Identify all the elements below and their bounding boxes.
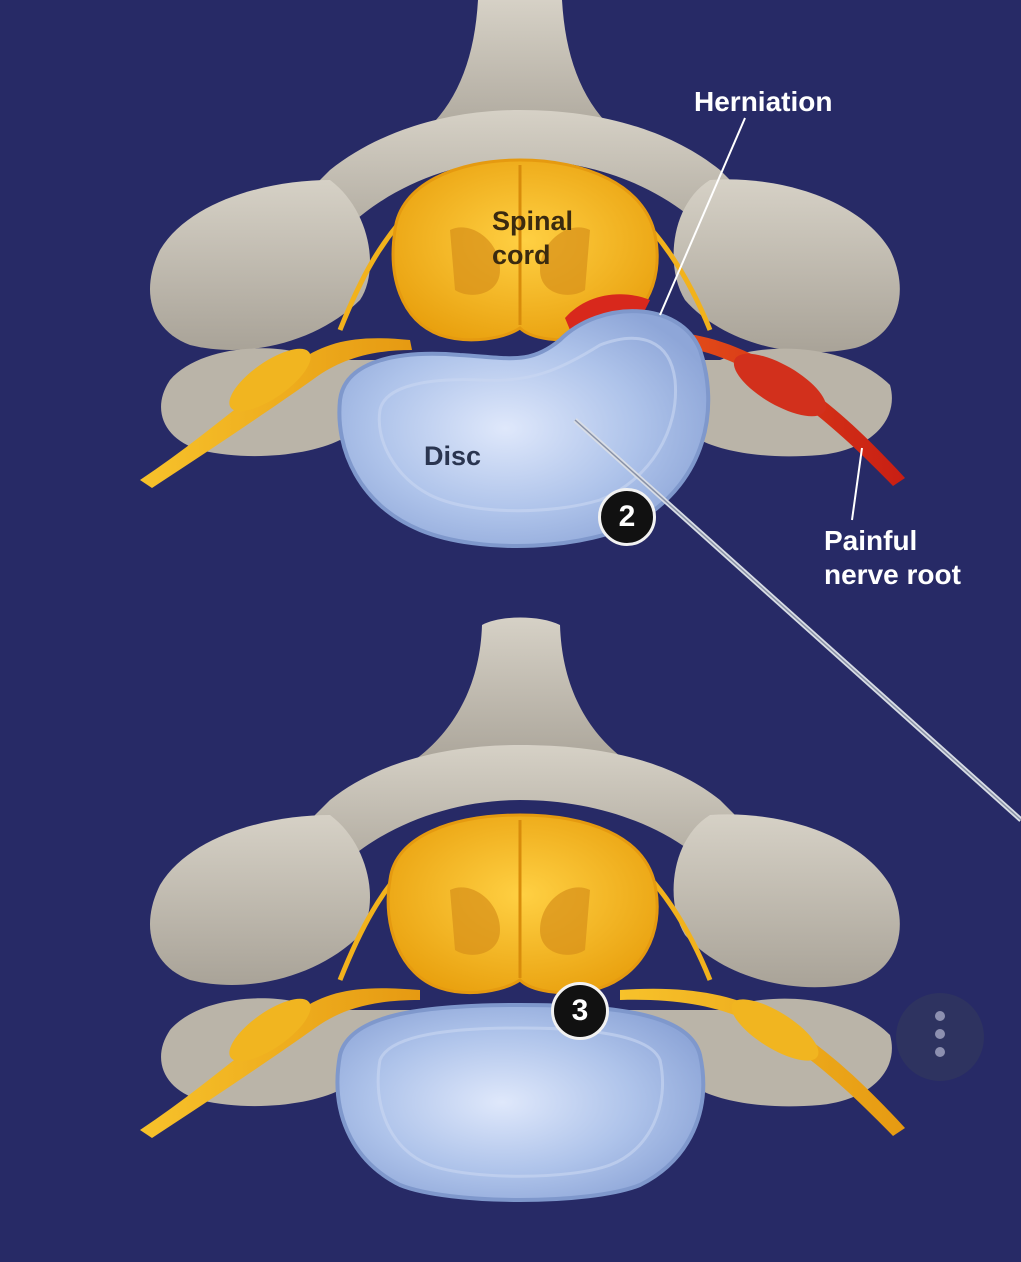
top-right-nerve-root-inflamed [640, 330, 905, 486]
spinal-cord-label-line1: Spinal [492, 206, 574, 236]
herniation-label: Herniation [694, 86, 833, 117]
top-right-transverse [673, 179, 900, 353]
spinal-cord-label: Spinal cord [492, 204, 573, 272]
painful-nerve-root-line1: Painful [824, 525, 918, 556]
bottom-left-nerve-root [140, 988, 420, 1138]
painful-nerve-root-line2: nerve root [824, 559, 961, 590]
bottom-spinal-cord [386, 813, 659, 995]
step-3-marker: 3 [551, 982, 609, 1040]
painful-nerve-root-label: Painful nerve root [824, 524, 961, 592]
top-lamina [270, 110, 780, 260]
top-spinous-process [400, 0, 640, 150]
top-disc [337, 309, 711, 549]
top-left-nerve-root [140, 338, 412, 488]
spinal-cord-label-line2: cord [492, 240, 551, 270]
top-left-transverse [150, 180, 370, 350]
disc-label: Disc [424, 441, 482, 471]
more-vert-icon [935, 1011, 945, 1021]
bottom-left-transverse [150, 815, 370, 985]
more-vert-icon-dot-2 [935, 1029, 945, 1039]
bottom-vertebra [140, 617, 905, 1202]
more-options-button[interactable] [896, 993, 984, 1081]
bottom-lamina [270, 745, 780, 890]
bottom-disc [335, 1002, 706, 1202]
bottom-spinous-process [400, 617, 640, 770]
step-2-marker: 2 [598, 488, 656, 546]
more-vert-icon-dot-3 [935, 1047, 945, 1057]
top-vertebra [140, 0, 905, 549]
herniation-leader-line [659, 117, 746, 316]
painful-nerve-leader-line [851, 447, 863, 521]
bottom-right-transverse [673, 814, 900, 988]
